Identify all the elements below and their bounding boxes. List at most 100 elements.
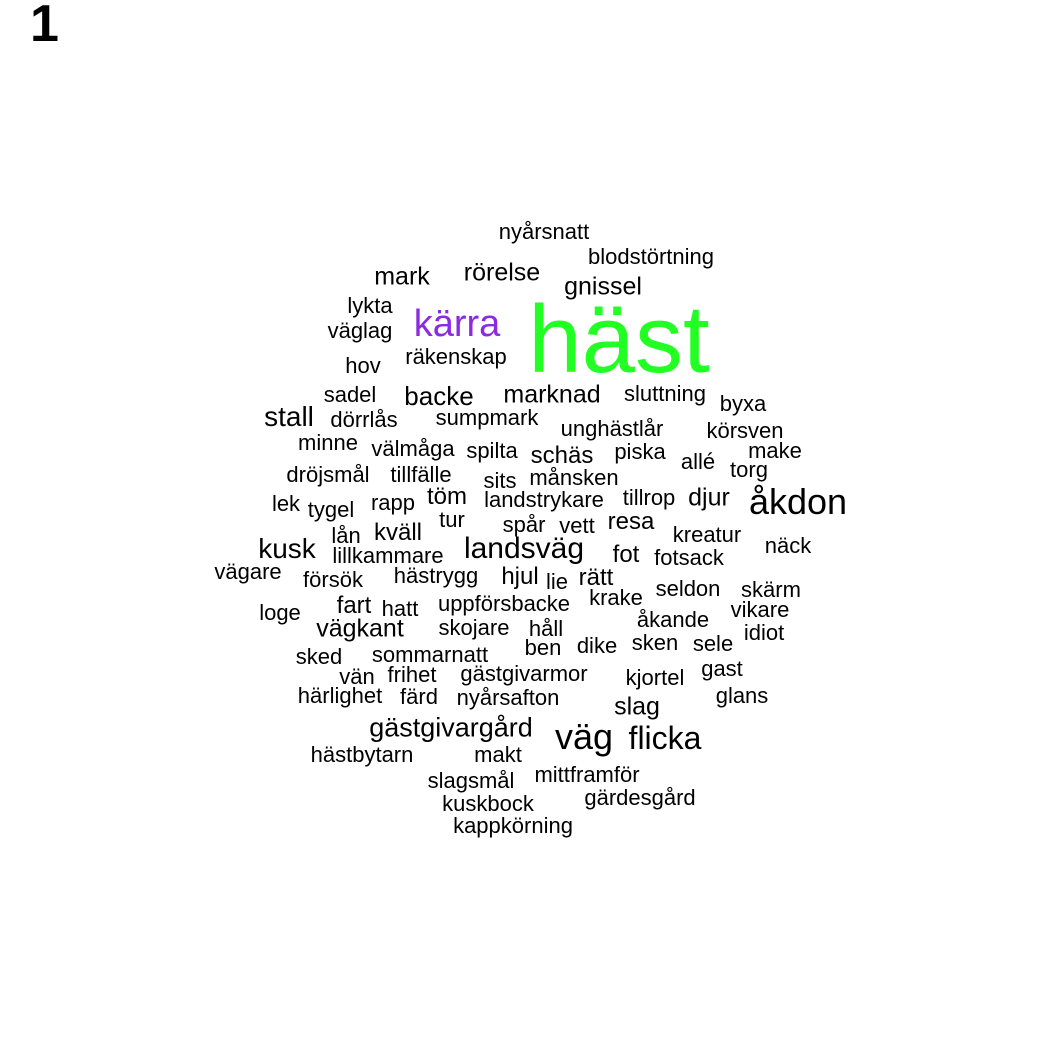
word-61: hjul xyxy=(501,563,539,590)
word-1: kärra xyxy=(413,303,501,345)
word-97: gärdesgård xyxy=(584,785,696,810)
word-59: försök xyxy=(303,567,363,592)
word-79: sele xyxy=(692,631,734,656)
word-37: piska xyxy=(614,439,666,464)
word-92: hästbytarn xyxy=(310,742,414,767)
word-96: kuskbock xyxy=(442,791,534,816)
word-20: resa xyxy=(607,508,655,535)
word-15: schäs xyxy=(530,442,594,469)
word-69: krake xyxy=(589,585,643,610)
word-81: sommarnatt xyxy=(371,642,489,667)
word-31: sumpmark xyxy=(435,405,539,430)
word-38: make xyxy=(748,438,802,463)
word-22: blodstörtning xyxy=(588,244,714,269)
word-40: torg xyxy=(730,457,768,482)
word-93: makt xyxy=(474,742,522,767)
word-76: ben xyxy=(524,635,562,660)
word-78: sken xyxy=(631,630,679,655)
word-36: spilta xyxy=(466,438,518,463)
word-46: tygel xyxy=(307,497,355,522)
word-10: marknad xyxy=(503,380,601,409)
word-45: lek xyxy=(271,491,301,516)
word-6: gästgivargård xyxy=(369,712,533,743)
word-7: kusk xyxy=(258,533,316,564)
word-14: djur xyxy=(688,483,730,512)
word-19: fot xyxy=(612,541,640,568)
word-28: sluttning xyxy=(624,381,706,406)
word-55: lillkammare xyxy=(332,543,444,568)
word-87: härlighet xyxy=(297,683,383,708)
word-72: skojare xyxy=(438,615,510,640)
word-89: nyårsafton xyxy=(456,685,560,710)
word-44: månsken xyxy=(529,465,619,490)
word-43: sits xyxy=(483,468,517,493)
word-73: håll xyxy=(528,616,564,641)
word-95: mittframför xyxy=(534,762,640,787)
word-88: färd xyxy=(400,684,438,709)
word-63: rätt xyxy=(578,564,614,591)
word-60: hästrygg xyxy=(393,563,479,588)
word-71: vägkant xyxy=(316,614,404,643)
word-98: kappkörning xyxy=(453,813,573,838)
panel-label: 1 xyxy=(30,0,59,53)
word-62: lie xyxy=(545,569,569,594)
word-65: skärm xyxy=(741,577,801,602)
word-0: häst xyxy=(528,286,710,393)
word-35: välmåga xyxy=(371,436,455,461)
word-8: stall xyxy=(264,401,314,432)
word-23: lykta xyxy=(347,293,393,318)
word-27: sadel xyxy=(323,382,377,407)
word-80: sked xyxy=(295,644,343,669)
word-49: tillrop xyxy=(622,485,676,510)
word-32: unghästlår xyxy=(560,416,664,441)
word-94: slagsmål xyxy=(427,768,515,793)
word-75: idiot xyxy=(743,620,785,645)
word-30: dörrlås xyxy=(330,407,398,432)
word-47: rapp xyxy=(370,490,416,515)
word-26: hov xyxy=(345,353,381,378)
word-11: rörelse xyxy=(463,258,541,287)
word-64: seldon xyxy=(655,576,721,601)
word-4: flicka xyxy=(628,720,702,756)
word-3: väg xyxy=(554,716,614,757)
word-41: dröjsmål xyxy=(286,462,370,487)
word-66: loge xyxy=(259,600,301,625)
word-67: hatt xyxy=(381,596,419,621)
word-39: allé xyxy=(680,449,716,474)
word-68: uppförsbacke xyxy=(437,591,571,616)
word-70: vikare xyxy=(730,597,790,622)
word-84: frihet xyxy=(387,662,437,687)
word-56: näck xyxy=(764,533,812,558)
word-57: fotsack xyxy=(654,545,724,570)
word-13: gnissel xyxy=(564,272,642,301)
word-91: slag xyxy=(614,692,660,721)
word-29: byxa xyxy=(719,391,767,416)
word-82: gast xyxy=(701,656,743,681)
word-77: dike xyxy=(576,633,618,658)
word-5: landsväg xyxy=(463,532,585,565)
word-34: minne xyxy=(298,430,358,455)
word-12: mark xyxy=(374,262,430,291)
word-18: fart xyxy=(336,592,372,619)
word-83: vän xyxy=(339,664,375,689)
word-58: vägare xyxy=(214,559,282,584)
word-52: vett xyxy=(559,513,595,538)
word-85: gästgivarmor xyxy=(460,661,588,686)
word-24: väglag xyxy=(327,318,393,343)
word-25: räkenskap xyxy=(405,344,507,369)
word-21: nyårsnatt xyxy=(498,219,590,244)
word-50: tur xyxy=(439,507,465,532)
word-53: kreatur xyxy=(672,522,742,547)
word-74: åkande xyxy=(636,607,710,632)
word-48: landstrykare xyxy=(484,487,604,512)
word-90: glans xyxy=(715,683,769,708)
word-54: lån xyxy=(331,523,361,548)
word-42: tillfälle xyxy=(390,462,452,487)
word-51: spår xyxy=(502,512,546,537)
word-33: körsven xyxy=(706,418,784,443)
word-86: kjortel xyxy=(625,665,685,690)
word-16: töm xyxy=(426,483,468,510)
word-2: åkdon xyxy=(748,481,848,522)
word-17: kväll xyxy=(373,519,423,546)
